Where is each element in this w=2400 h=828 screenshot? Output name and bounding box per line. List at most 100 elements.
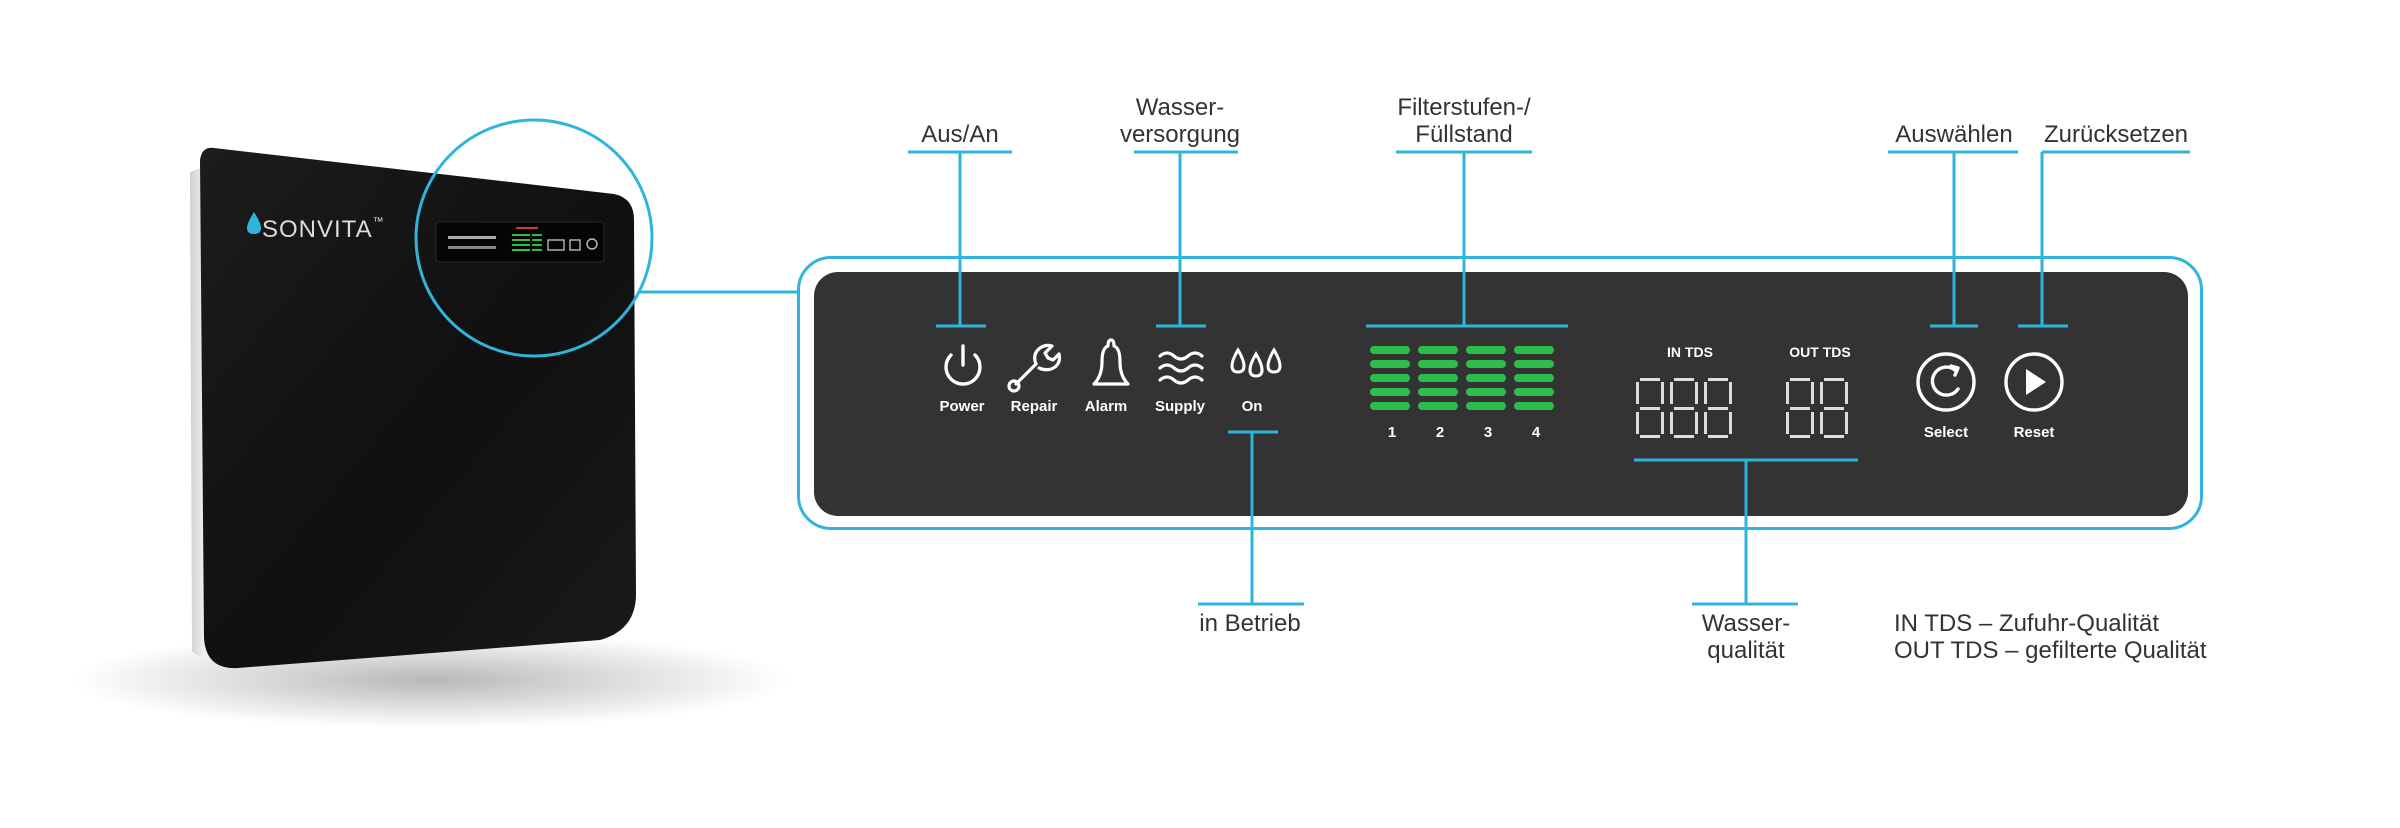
filter-led-segment — [1370, 402, 1410, 410]
filter-stage-3: 3 — [1483, 424, 1493, 441]
device-body — [200, 147, 636, 669]
seven-segment — [1820, 412, 1823, 434]
callout-supply-line1: Wasser- — [1135, 94, 1225, 121]
filter-led-segment — [1370, 388, 1410, 396]
callout-tds-note: IN TDS – Zufuhr-Qualität OUT TDS – gefil… — [1894, 610, 2334, 664]
reset-button-label[interactable]: Reset — [2013, 424, 2055, 441]
filter-led-segment — [1514, 346, 1554, 354]
filter-stage-4: 4 — [1531, 424, 1541, 441]
seven-segment — [1708, 435, 1728, 438]
seven-segment — [1704, 412, 1707, 434]
wrench-icon[interactable] — [1007, 343, 1062, 393]
filter-led-segment — [1514, 374, 1554, 382]
seven-segment — [1670, 412, 1673, 434]
seven-segment — [1729, 382, 1732, 404]
callout-on: in Betrieb — [1199, 610, 1301, 637]
callout-filter-line2: Füllstand — [1415, 121, 1513, 148]
droplets-icon[interactable] — [1230, 347, 1282, 378]
filter-led-segment — [1418, 388, 1458, 396]
seven-segment — [1790, 407, 1810, 410]
callout-filter-line1: Filterstufen-/ — [1397, 94, 1531, 121]
out-tds-label: OUT TDS — [1789, 344, 1851, 360]
callout-supply: Wasser- versorgung — [1080, 94, 1280, 148]
seven-segment — [1640, 435, 1660, 438]
seven-segment — [1824, 407, 1844, 410]
filter-led-segment — [1466, 388, 1506, 396]
filter-led-segment — [1466, 402, 1506, 410]
power-icon[interactable] — [944, 344, 982, 386]
filter-led-segment — [1514, 402, 1554, 410]
filter-led-segment — [1418, 402, 1458, 410]
filter-led-segment — [1370, 374, 1410, 382]
filter-led-segment — [1418, 374, 1458, 382]
panel-label-repair: Repair — [1010, 398, 1058, 415]
seven-segment — [1704, 382, 1707, 404]
seven-segment — [1695, 412, 1698, 434]
seven-segment — [1845, 382, 1848, 404]
seven-segment — [1708, 407, 1728, 410]
zoom-circle — [414, 118, 654, 358]
callout-lines — [908, 150, 2190, 606]
seven-segment — [1845, 412, 1848, 434]
seven-segment — [1670, 382, 1673, 404]
callout-quality-line2: qualität — [1707, 637, 1785, 664]
waves-icon[interactable] — [1158, 351, 1204, 385]
seven-segment — [1636, 382, 1639, 404]
seven-segment — [1786, 382, 1789, 404]
seven-segment — [1786, 412, 1789, 434]
filter-stage-1: 1 — [1387, 424, 1397, 441]
filter-led-segment — [1418, 360, 1458, 368]
callout-supply-line2: versorgung — [1119, 121, 1241, 148]
seven-segment — [1729, 412, 1732, 434]
seven-segment — [1811, 412, 1814, 434]
panel-frame — [797, 256, 2203, 530]
select-button-label[interactable]: Select — [1923, 424, 1969, 441]
seven-segment — [1790, 435, 1810, 438]
filter-led-segment — [1418, 346, 1458, 354]
seven-segment — [1640, 407, 1660, 410]
filter-led-segment — [1466, 360, 1506, 368]
device-mini-display-marks — [448, 227, 598, 251]
tds-digit-displays — [1636, 378, 1848, 438]
callout-quality: Wasser- qualität — [1646, 610, 1846, 664]
filter-led-segment — [1466, 374, 1506, 382]
seven-segment — [1820, 382, 1823, 404]
filter-stage-2: 2 — [1435, 424, 1445, 441]
seven-segment — [1636, 412, 1639, 434]
callout-quality-line1: Wasser- — [1701, 610, 1791, 637]
callout-power: Aus/An — [921, 121, 999, 148]
seven-segment — [1674, 378, 1694, 381]
device-brand-mark: ™ — [372, 216, 385, 228]
device-brand: SONVITA™ — [262, 216, 385, 244]
device-mini-display — [435, 221, 605, 263]
panel-label-power: Power — [939, 398, 985, 415]
seven-segment — [1708, 378, 1728, 381]
select-button-graphic[interactable] — [1916, 352, 1976, 412]
filter-led-segment — [1514, 360, 1554, 368]
filter-led-bars — [1370, 346, 1554, 410]
device-brand-text: SONVITA — [262, 216, 373, 243]
in-tds-label: IN TDS — [1667, 344, 1713, 360]
panel-label-alarm: Alarm — [1084, 398, 1128, 415]
seven-segment — [1790, 378, 1810, 381]
callout-tds-note-line2: OUT TDS – gefilterte Qualität — [1894, 637, 2207, 664]
callout-filter: Filterstufen-/ Füllstand — [1344, 94, 1584, 148]
filter-led-segment — [1466, 346, 1506, 354]
bell-icon[interactable] — [1092, 338, 1130, 386]
seven-segment — [1640, 378, 1660, 381]
seven-segment — [1661, 382, 1664, 404]
callout-tds-note-line1: IN TDS – Zufuhr-Qualität — [1894, 610, 2159, 637]
reset-button-graphic[interactable] — [2004, 352, 2064, 412]
filter-led-segment — [1370, 346, 1410, 354]
device-logo-icon — [247, 212, 261, 234]
callout-reset: Zurücksetzen — [2043, 121, 2189, 148]
seven-segment — [1695, 382, 1698, 404]
seven-segment — [1824, 435, 1844, 438]
seven-segment — [1661, 412, 1664, 434]
filter-led-segment — [1514, 388, 1554, 396]
panel-label-on: On — [1241, 398, 1263, 415]
seven-segment — [1811, 382, 1814, 404]
callout-select: Auswählen — [1895, 121, 2013, 148]
